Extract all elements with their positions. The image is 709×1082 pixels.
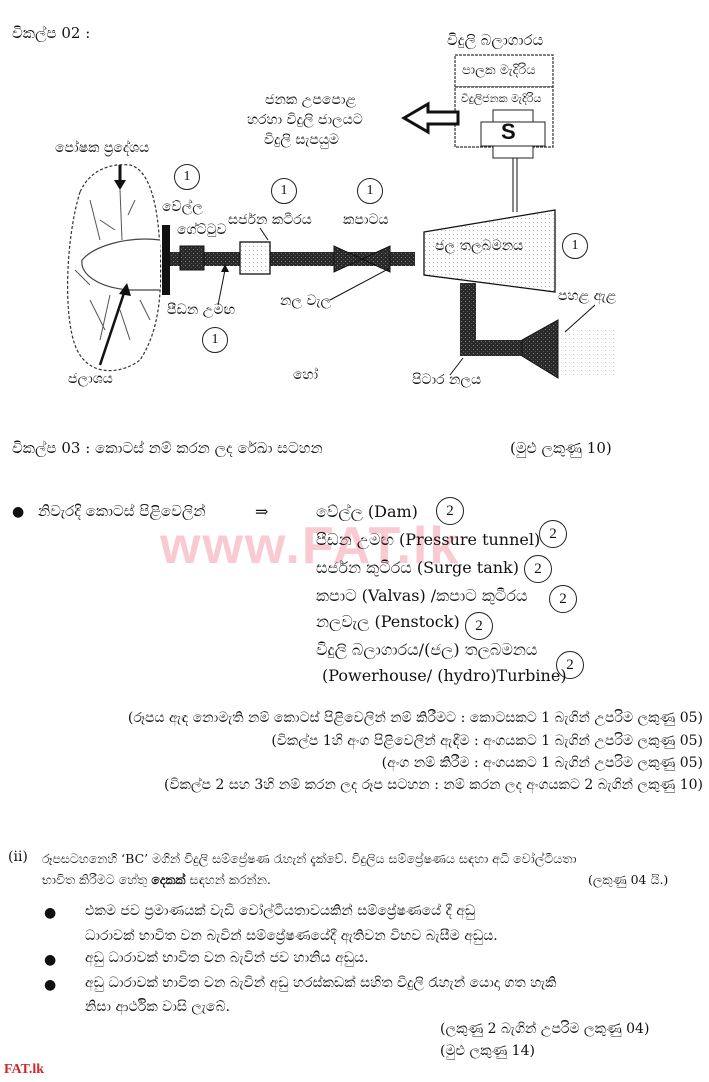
answer-line: එකම ජව ප්‍රමාණයක් වැඩි වෝල්ටීයතාවයකින් ස… [85,903,476,919]
answer-line: ධාරාවක් භාවිත වන බැවින් සම්ප්‍රේෂණයේදී ඇ… [85,928,498,944]
marking-note: (රූපය ඇඳ නොමැති නම් කොටස් පිළිවෙලින් නම්… [127,710,703,726]
part-mark: 2 [465,612,493,640]
supply-text-2: හරහා විදුලි ජාලයට [247,112,363,128]
bullet: ● [44,905,57,921]
part-item-english: (Powerhouse/ (hydro)Turbine) [322,666,567,685]
pressure-tunnel-label: පීඩන උමඟ [167,302,236,318]
marking-note: (අංග නම් කිරීම : අංගයකට 1 බැගින් උපරිම ල… [381,755,703,771]
supply-text-3: විදුලි සැපයුම [264,132,339,148]
question-number: (ii) [8,849,28,865]
watermark: www.FAT.lk [160,517,461,575]
answer-line: අඩු ධාරාවක් භාවිත වන බැවින් අඩු හරස්කඩක්… [85,975,557,991]
draft-tube-label: පිටාර නලය [412,372,482,388]
option3-title: විකල්ප 03 : කොටස් නම් කරන ලද රේඛා සටහන [12,439,323,457]
part-item: විදුලි බලාගාරය/(ජල) තලබමනය [316,640,538,659]
control-room-label: පාලක මැදිරිය [462,63,536,78]
part-mark: 2 [549,585,577,613]
valve-label: කපාටය [343,212,389,228]
hydro-power-diagram [67,54,615,379]
bullet: ● [44,952,57,968]
penstock-label: නල වැල [280,293,332,309]
mark-note: (ලකුණු 2 බැගින් උපරිම ලකුණු 04) [440,1021,650,1037]
question-line-2: භාවිත කිරීමට හේතු දෙකක් සඳහන් කරන්න. [42,872,271,887]
tailrace-label: පහළ ඇළ [558,288,617,304]
part-mark: 2 [539,520,567,548]
parts-intro: නිවැරදි කොටස් පිළිවෙලින් [38,502,206,520]
option2-title: විකල්ප 02 : [12,24,91,42]
mark-circle-turbine: 1 [562,233,588,259]
reservoir-outline [67,164,162,372]
reservoir-label: ජලාශය [68,371,113,387]
surge-tank-label: සර්ජන කටීරය [228,212,312,228]
answer-line: නිසා ආර්ථික වාසි ලැබේ. [85,999,230,1015]
bullet: ● [12,504,25,520]
question-marks: (ලකුණු 04 යි.) [588,872,669,887]
bullet: ● [44,977,57,993]
turbine-shape [423,209,556,293]
part-mark: 2 [436,497,464,525]
catchment-label: පෝෂක ප්‍රදේශය [55,140,150,156]
part-item: නලවැල (Penstock) [316,612,460,631]
turbine-label: ජල තලබමනය [435,238,524,254]
part-item: පීඩන උමඟ (Pressure tunnel) [316,530,541,549]
emphasis: දෙකක් [151,872,186,887]
part-mark: 2 [556,651,584,679]
part-mark: 2 [524,555,552,583]
marking-note: (විකල්ප 2 සහ 3හි නම් කරන ලද රූප සටහන : න… [163,777,703,793]
part-item: සර්ජන කුටීරය (Surge tank) [316,558,519,577]
gate-label: ගේට්ටුව [177,222,227,238]
dam-label: වේල්ල [162,199,203,215]
parts-arrow: ⇒ [255,502,269,521]
mark-circle-surge: 1 [271,178,297,204]
mark-circle-tunnel: 1 [202,327,228,353]
supply-text-1: ජනක උපපොළ [265,92,357,108]
mark-circle-valve: 1 [357,178,383,204]
footer-brand: FAT.lk [4,1062,45,1077]
option3-total-marks: (මුළු ලකුණු 10) [510,439,612,457]
total-marks: (මුළු ලකුණු 14) [440,1043,535,1059]
supply-arrow [401,101,460,135]
part-item: වේල්ල (Dam) [316,502,418,521]
dam-shape [162,225,170,295]
part-item: කපාට (Valvas) /කපාට කුටීරය [316,586,528,605]
answer-line: අඩු ධාරාවක් භාවිත වන බැවින් ජව හානිය අඩු… [85,950,369,966]
question-line-1: රූපසටහනෙහි ‘BC’ මගින් විදුලි සම්ප්‍රේෂණ … [42,851,577,866]
generator-room-label: විදුලිජනක මැදිරිය [461,92,542,105]
generator-symbol: S [501,119,516,144]
or-label: හෝ [293,367,319,383]
powerhouse-label: විදුලි බලාගාරය [447,31,544,49]
mark-circle-dam: 1 [174,164,200,190]
marking-note: (විකල්ප 1හි අංග පිළිවෙලින් ඇඳීම : අංගයකට… [271,733,703,749]
